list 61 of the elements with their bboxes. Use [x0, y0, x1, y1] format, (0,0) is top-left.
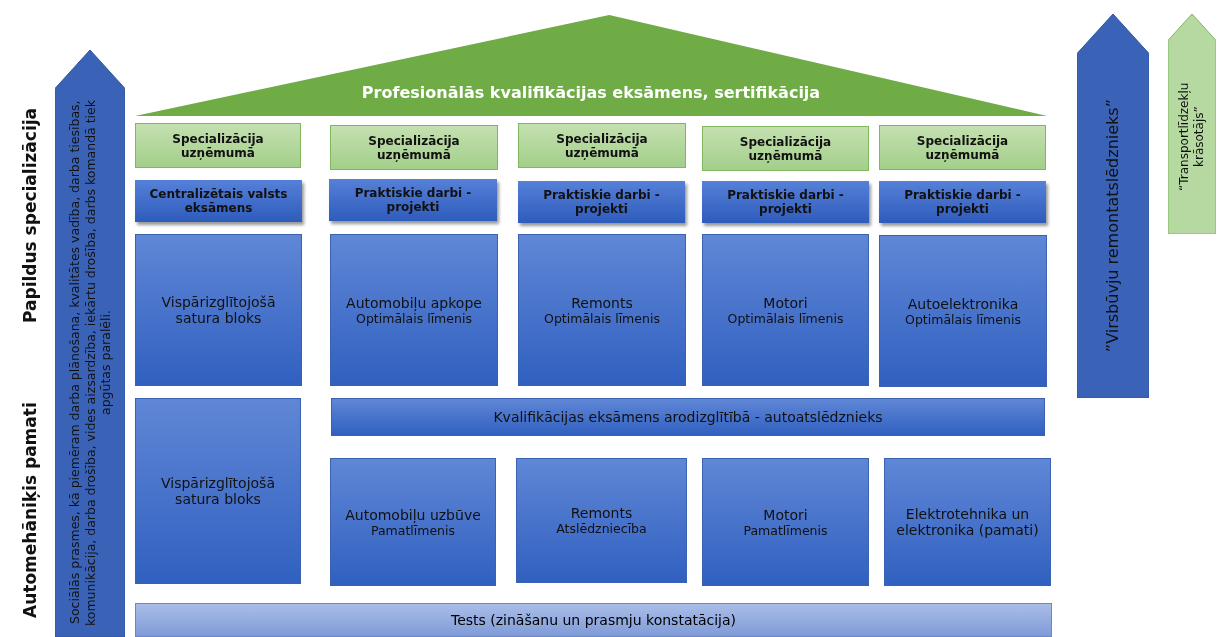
box-title: Profesionālās kvalifikācijas eksāmens, sertifikācija — [360, 83, 822, 102]
module-box — [135, 398, 301, 584]
specialization-box — [518, 123, 686, 168]
box-title: Vispārizglītojošā satura bloks — [160, 475, 276, 507]
specialization-box — [135, 123, 301, 168]
box-title: Autoelektronika — [906, 295, 1020, 312]
up-arrow-banner — [55, 50, 125, 637]
box-title: Specializācija uzņēmumā — [555, 131, 649, 160]
box-title: Kvalifikācijas eksāmens arodizglītībā - autoatslēdznieks — [492, 409, 884, 425]
specialization-box — [330, 125, 498, 170]
box-title: Vispārizglītojošā satura bloks — [160, 294, 277, 326]
box-title: Specializācija uzņēmumā — [171, 131, 265, 160]
box-subtitle: Atslēdzniecība — [555, 521, 648, 536]
box-title: Motori — [762, 294, 809, 311]
exam-box — [518, 181, 685, 223]
box-subtitle: Optimālais līmenis — [904, 311, 1022, 327]
module-box — [884, 458, 1051, 586]
specialization-box — [879, 125, 1046, 170]
side-label: Papildus specializācija — [20, 106, 40, 325]
exam-box — [879, 181, 1046, 223]
box-title: Tests (zināšanu un prasmju konstatācija) — [449, 612, 738, 628]
exam-band — [331, 398, 1045, 436]
module-box — [702, 458, 869, 586]
box-title: Automobiļu apkope — [345, 294, 483, 311]
box-title: Specializācija uzņēmumā — [915, 133, 1010, 162]
module-box — [330, 234, 498, 386]
box-subtitle: Pamatlīmenis — [742, 522, 829, 538]
up-arrow-banner — [1077, 14, 1149, 398]
module-box — [879, 235, 1047, 387]
box-title: Centralizētais valsts eksāmens — [148, 187, 289, 215]
box-title: Sociālās prasmes, kā piemēram darba plānošana, kvalitātes vadība, darba tiesības, komunikācija, darba drošība, vides aizsardzība, iekārtu drošība, darbs komandā tiek apgūtas paralēli. — [65, 98, 114, 628]
box-title: Praktiskie darbi - projekti — [726, 188, 845, 216]
box-title: Motori — [762, 506, 809, 523]
box-title: Praktiskie darbi - projekti — [542, 188, 661, 216]
box-subtitle: Optimālais līmenis — [356, 310, 472, 326]
box-title: Praktiskie darbi - projekti — [903, 188, 1022, 216]
box-title: Remonts — [569, 505, 634, 521]
foundation-bar — [135, 603, 1052, 637]
specialization-box — [702, 126, 869, 171]
up-arrow-banner — [1168, 14, 1216, 234]
module-box — [516, 458, 687, 583]
box-title: Specializācija uzņēmumā — [367, 133, 461, 162]
module-box — [518, 234, 686, 386]
module-box — [702, 234, 869, 386]
box-subtitle: Pamatlīmenis — [370, 522, 457, 538]
exam-box — [135, 180, 302, 222]
box-title: Remonts — [570, 294, 634, 311]
box-title: Automobiļu uzbūve — [344, 506, 482, 523]
box-title: Elektrotehnika un elektronika (pamati) — [895, 506, 1040, 538]
box-title: ”Virsbūvju remontatslēdznieks” — [1102, 99, 1123, 353]
box-title: Specializācija uzņēmumā — [738, 134, 833, 163]
exam-box — [329, 179, 497, 221]
side-label: Automehāniķis pamati — [20, 401, 40, 620]
box-subtitle: Optimālais līmenis — [726, 310, 845, 326]
module-box — [135, 234, 302, 386]
roof-banner — [135, 15, 1047, 116]
module-box — [330, 458, 496, 586]
exam-box — [702, 181, 869, 223]
box-title: Praktiskie darbi - projekti — [353, 186, 473, 214]
box-title: “Transportlīdzekļu krāsotājs” — [1176, 82, 1207, 194]
box-subtitle: Optimālais līmenis — [543, 310, 661, 326]
